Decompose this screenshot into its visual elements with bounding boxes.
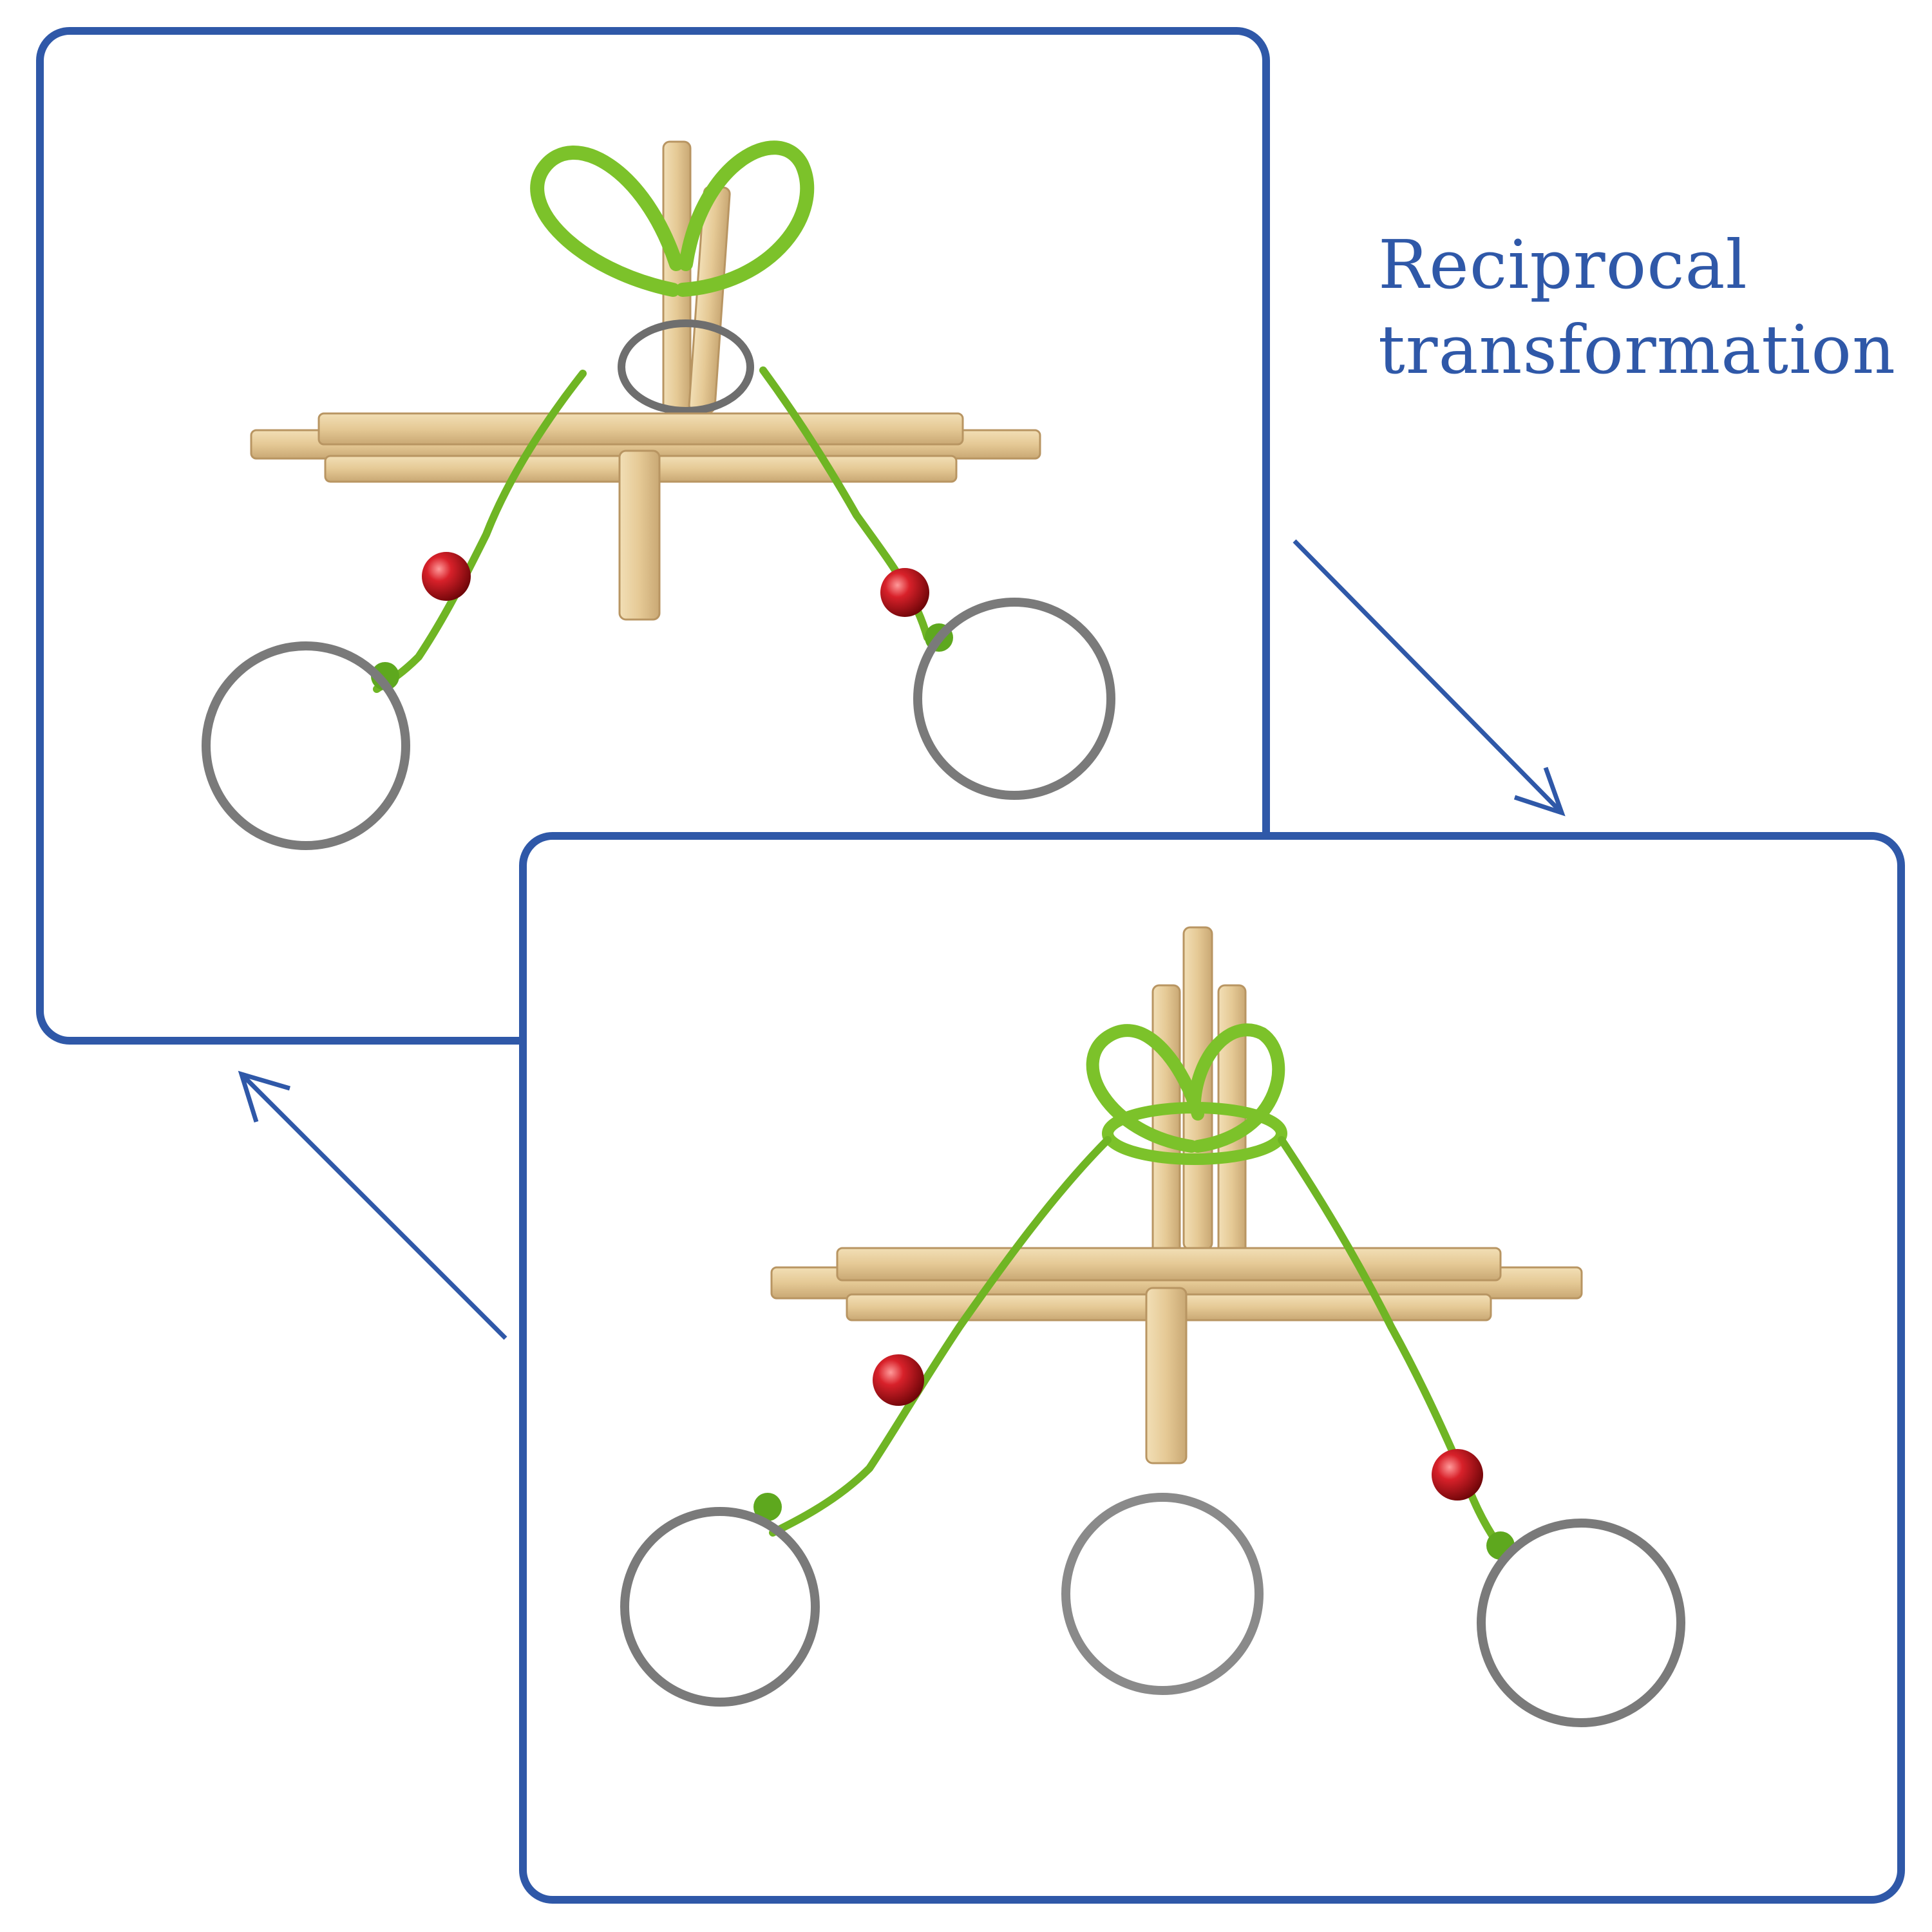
caption-text: Reciprocal transformation (1378, 222, 1896, 392)
ring-icon (620, 1507, 820, 1707)
arrow-backward-icon (238, 1070, 507, 1340)
ring-icon (1477, 1519, 1685, 1727)
bead-icon (422, 552, 471, 601)
ring-icon (618, 319, 754, 415)
panel-state-b (519, 832, 1905, 1904)
panel-b-frame (519, 832, 1905, 1904)
ring-icon (1061, 1493, 1264, 1695)
bead-icon (1432, 1449, 1483, 1501)
bead-icon (873, 1354, 924, 1406)
caption-line-1: Reciprocal (1378, 225, 1748, 304)
panel-state-a (36, 27, 1270, 1045)
puzzle-b-photo (620, 926, 1685, 1727)
puzzle-a-photo (202, 140, 1115, 850)
ring-icon (202, 641, 410, 850)
arrow-forward-icon (1293, 539, 1566, 817)
caption-line-2: transformation (1378, 310, 1896, 389)
bead-icon (880, 568, 929, 617)
ring-icon (913, 598, 1115, 800)
